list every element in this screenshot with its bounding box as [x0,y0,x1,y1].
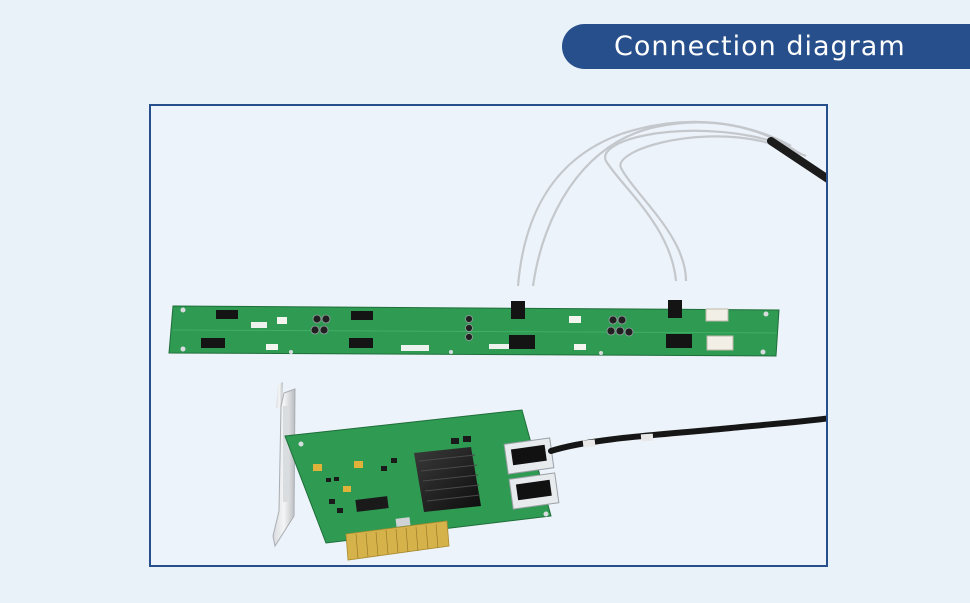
raid-card-board [284,409,560,561]
cable-plug-icon [666,334,692,348]
sata-port-icon [216,310,238,319]
cable-plug-icon [668,300,682,318]
black-cable-top [767,137,826,183]
page-title: Connection diagram [614,31,906,62]
breakout-cable-bundle [516,120,807,287]
sata-port-icon [351,311,373,320]
sata-port-icon [349,338,373,348]
section-title-banner: Connection diagram [562,24,970,69]
connection-photo [168,120,826,561]
cable-label [640,433,654,442]
backplane-board [168,300,780,357]
sas-port-icon [508,472,560,510]
heatsink [414,447,481,512]
sata-port-icon [201,338,225,348]
sas-port-icon [503,437,555,475]
cable-plug-icon [511,301,525,319]
pcie-bracket [272,382,296,548]
connection-photo-frame [149,104,828,567]
cable-label [582,439,596,448]
cable-plug-icon [509,335,535,349]
